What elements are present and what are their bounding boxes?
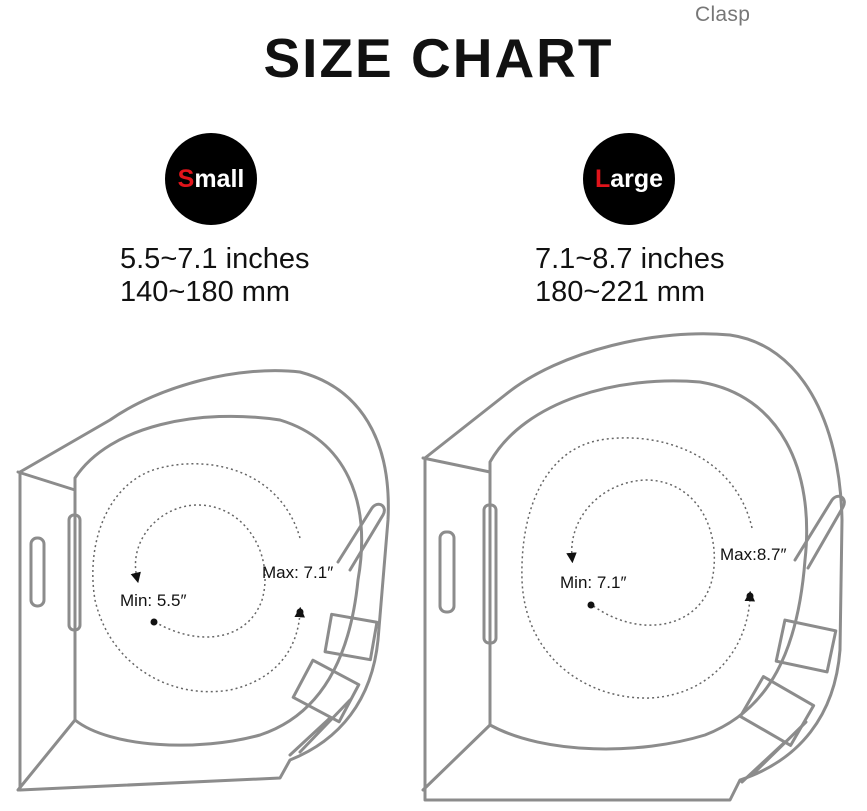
large-keeper-2 [738, 675, 816, 747]
large-measure-circles [521, 437, 756, 699]
badge-text: mall [194, 164, 245, 193]
badge-initial: S [177, 164, 195, 193]
large-min-dot [587, 601, 595, 609]
large-band-outer [423, 332, 844, 802]
small-inches: 5.5~7.1 inches [120, 243, 310, 275]
small-strap-tail [288, 698, 352, 757]
brand-tag: Clasp [695, 3, 751, 26]
small-min-label: Min: 5.5″ [120, 591, 187, 610]
small-min-dot [150, 618, 158, 626]
small-inner-circle [130, 504, 266, 638]
small-outer-circle [92, 462, 305, 693]
badge-initial: L [594, 164, 611, 193]
large-max-dot [746, 592, 754, 600]
small-watch-crown [67, 513, 82, 632]
small-max-dot [296, 608, 304, 616]
small-band-inner [73, 414, 364, 747]
large-strap-tail [740, 720, 808, 784]
large-band-inner [488, 379, 809, 751]
large-watch-crown [482, 503, 498, 645]
large-inner-circle [566, 479, 716, 626]
large-keeper-1 [774, 618, 838, 674]
small-band-outer [18, 369, 390, 792]
large-clasp [793, 494, 846, 570]
large-max-label: Max:8.7″ [720, 545, 787, 564]
small-clasp [336, 502, 386, 572]
large-band-illustration [421, 332, 846, 802]
large-watch-button [438, 530, 456, 614]
large-min-label: Min: 7.1″ [560, 573, 627, 592]
large-mm: 180~221 mm [535, 276, 706, 308]
badge-text: arge [610, 164, 664, 193]
large-inches: 7.1~8.7 inches [535, 243, 725, 275]
small-max-label: Max: 7.1″ [262, 563, 333, 582]
small-keeper-1 [323, 612, 379, 662]
large-outer-circle [521, 437, 756, 699]
small-band-illustration [16, 369, 390, 792]
small-watch-button [29, 536, 46, 608]
large-watch-body [421, 456, 492, 792]
small-watch-body [16, 470, 77, 792]
page-title: SIZE CHART [263, 27, 614, 89]
small-measure-circles [92, 462, 305, 693]
small-mm: 140~180 mm [120, 276, 291, 308]
